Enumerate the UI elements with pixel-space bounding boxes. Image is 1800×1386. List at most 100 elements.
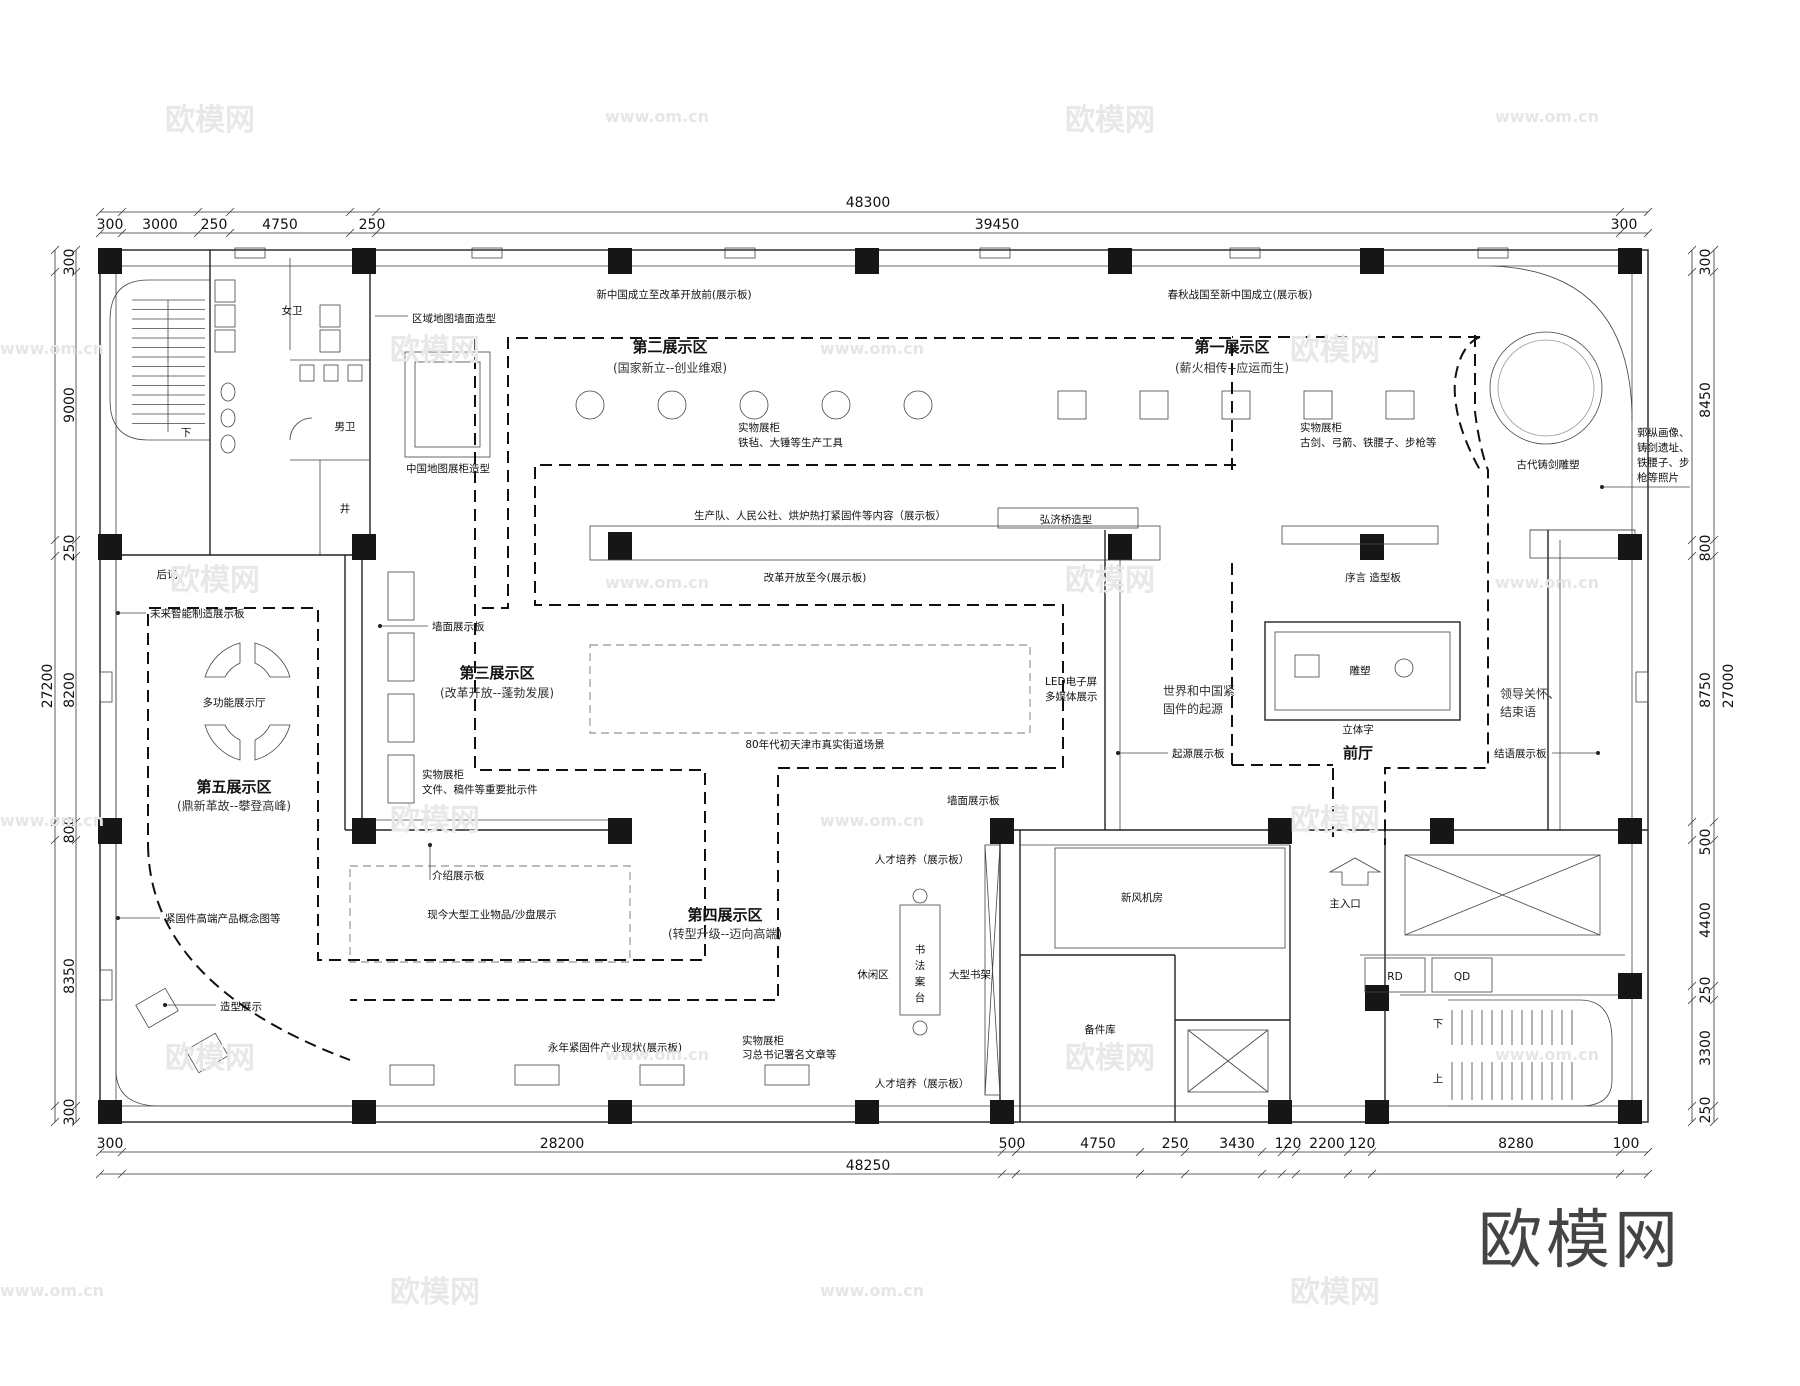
zone3-title: 第三展示区 xyxy=(459,664,534,682)
watermark-brand: 欧模网 xyxy=(1065,103,1155,138)
label-led-2: 多媒体展示 xyxy=(1045,690,1098,703)
dim-left-seg: 250 xyxy=(62,535,78,562)
drawing-line xyxy=(1643,1169,1653,1179)
drawing-line xyxy=(117,1147,127,1157)
label-cabinet4-desc: 习总书记署名文章等 xyxy=(742,1048,837,1061)
drawing-line xyxy=(997,1147,1007,1157)
label-bridge-model: 弘济桥造型 xyxy=(1040,513,1093,526)
drawing-line xyxy=(71,551,81,561)
drawing-line xyxy=(50,1101,60,1111)
drawing-line xyxy=(1011,1169,1021,1179)
label-map-wall: 区域地图墙面造型 xyxy=(412,312,496,325)
drawing-line xyxy=(371,207,381,217)
drawing-line xyxy=(1257,1147,1267,1157)
dim-bottom-seg: 300 xyxy=(97,1136,124,1152)
drawing-line xyxy=(1180,1147,1190,1157)
drawing-line xyxy=(117,207,127,217)
dim-left-seg: 8350 xyxy=(62,958,78,994)
watermark-url: www.om.cn xyxy=(820,811,924,830)
drawing-line xyxy=(1709,551,1719,561)
visitor-route xyxy=(147,335,1489,1061)
label-women-wc: 女卫 xyxy=(282,304,303,317)
drawing-line xyxy=(71,1101,81,1111)
drawing-line xyxy=(71,245,81,255)
label-sculpture-ancient: 古代铸剑雕塑 xyxy=(1517,458,1580,471)
watermark-brand: 欧模网 xyxy=(165,1041,255,1076)
dim-bottom-seg: 120 xyxy=(1349,1136,1376,1152)
watermark-url: www.om.cn xyxy=(0,811,104,830)
dim-right-seg: 4400 xyxy=(1698,902,1714,938)
drawing-line xyxy=(50,267,60,277)
label-map-cabinet: 中国地图展柜造型 xyxy=(406,462,490,475)
drawing-line xyxy=(1709,1117,1719,1127)
dim-bottom-seg: 250 xyxy=(1162,1136,1189,1152)
dim-bottom-seg: 120 xyxy=(1275,1136,1302,1152)
label-wall-board-2: 墙面展示板 xyxy=(947,794,1000,807)
dim-bottom-seg: 8280 xyxy=(1498,1136,1534,1152)
drawing-line xyxy=(71,535,81,545)
dim-left-seg: 300 xyxy=(62,249,78,276)
drawing-line xyxy=(1687,267,1697,277)
label-cabinet3-title: 实物展柜 xyxy=(422,768,464,781)
drawing-line xyxy=(95,1169,105,1179)
dim-right-seg: 250 xyxy=(1698,1097,1714,1124)
watermark-brand: 欧模网 xyxy=(170,563,260,598)
watermarks: 欧模网 www.om.cn 欧模网 www.om.cn 欧模网 欧模网 欧模网 … xyxy=(0,103,1678,1310)
zone2-subtitle: (国家新立--创业维艰) xyxy=(613,360,727,375)
drawing-line xyxy=(95,1147,105,1157)
drawing-line xyxy=(1687,1117,1697,1127)
drawing-line xyxy=(1011,1147,1021,1157)
annotations: 春秋战国至新中国成立(展示板) 新中国成立至改革开放前(展示板) 区域地图墙面造… xyxy=(150,288,1690,1090)
drawing-line xyxy=(225,207,235,217)
label-cabinet3-desc: 文件、稿件等重要批示件 xyxy=(422,783,538,796)
label-storage: 备件库 xyxy=(1084,1023,1116,1036)
drawing-line xyxy=(1257,1169,1267,1179)
label-right-photos-1: 郭纵画像、 xyxy=(1637,426,1690,439)
label-calligraphy-4: 台 xyxy=(915,991,926,1004)
dim-left-seg: 9000 xyxy=(62,387,78,423)
watermark-url: www.om.cn xyxy=(605,573,709,592)
zone-titles: 第一展示区 (薪火相传--应运而生) 第二展示区 (国家新立--创业维艰) 第三… xyxy=(177,338,1289,941)
label-intro-board: 介绍展示板 xyxy=(432,869,485,882)
dim-bottom-total: 48250 xyxy=(846,1158,891,1174)
label-right-photos-4: 枪等照片 xyxy=(1637,471,1679,484)
label-cabinet2-desc: 铁毡、大锤等生产工具 xyxy=(738,436,843,449)
zone1-subtitle: (薪火相传--应运而生) xyxy=(1175,360,1289,375)
label-origin-board: 起源展示板 xyxy=(1172,747,1225,760)
label-epilogue: 后记 xyxy=(157,569,178,581)
drawing-line xyxy=(1709,267,1719,277)
zone1-title: 第一展示区 xyxy=(1194,338,1269,356)
drawing-line xyxy=(1687,1101,1697,1111)
zone5-subtitle: (鼎新革故--攀登高峰) xyxy=(177,798,291,813)
label-right-photos-3: 铁腰子、步 xyxy=(1637,456,1690,469)
label-stereo-text: 立体字 xyxy=(1342,723,1374,736)
dim-top-seg: 4750 xyxy=(262,217,298,233)
watermark-url: www.om.cn xyxy=(605,107,709,126)
label-bookshelf: 大型书架 xyxy=(949,968,991,981)
dim-bottom-seg: 2200 xyxy=(1309,1136,1345,1152)
drawing-line xyxy=(1687,245,1697,255)
drawing-line xyxy=(1687,551,1697,561)
dim-right-seg: 8450 xyxy=(1698,382,1714,418)
drawing-line xyxy=(95,228,105,238)
watermark-url: www.om.cn xyxy=(1495,1045,1599,1064)
drawing-line xyxy=(1277,1147,1287,1157)
label-stair-up: 上 xyxy=(1433,1073,1444,1085)
watermark-url: www.om.cn xyxy=(1495,107,1599,126)
drawing-line xyxy=(1643,1147,1653,1157)
watermark-url: www.om.cn xyxy=(0,339,104,358)
label-leisure: 休闲区 xyxy=(857,968,889,981)
drawing-line xyxy=(71,267,81,277)
drawing-line xyxy=(50,551,60,561)
label-cabinet1-title: 实物展柜 xyxy=(1300,421,1342,434)
drawing-line xyxy=(71,817,81,827)
structural-columns xyxy=(98,248,1642,1124)
label-talent-top: 人才培养（展示板） xyxy=(875,853,970,866)
drawing-line xyxy=(1615,1147,1625,1157)
dim-top-seg: 300 xyxy=(1611,217,1638,233)
label-stair-down-2: 下 xyxy=(1433,1018,1444,1030)
dim-top-seg: 250 xyxy=(201,217,228,233)
dim-left-seg: 300 xyxy=(62,1099,78,1126)
drawing-line xyxy=(1709,981,1719,991)
label-right-photos-2: 铸剑遗址、 xyxy=(1637,441,1690,454)
